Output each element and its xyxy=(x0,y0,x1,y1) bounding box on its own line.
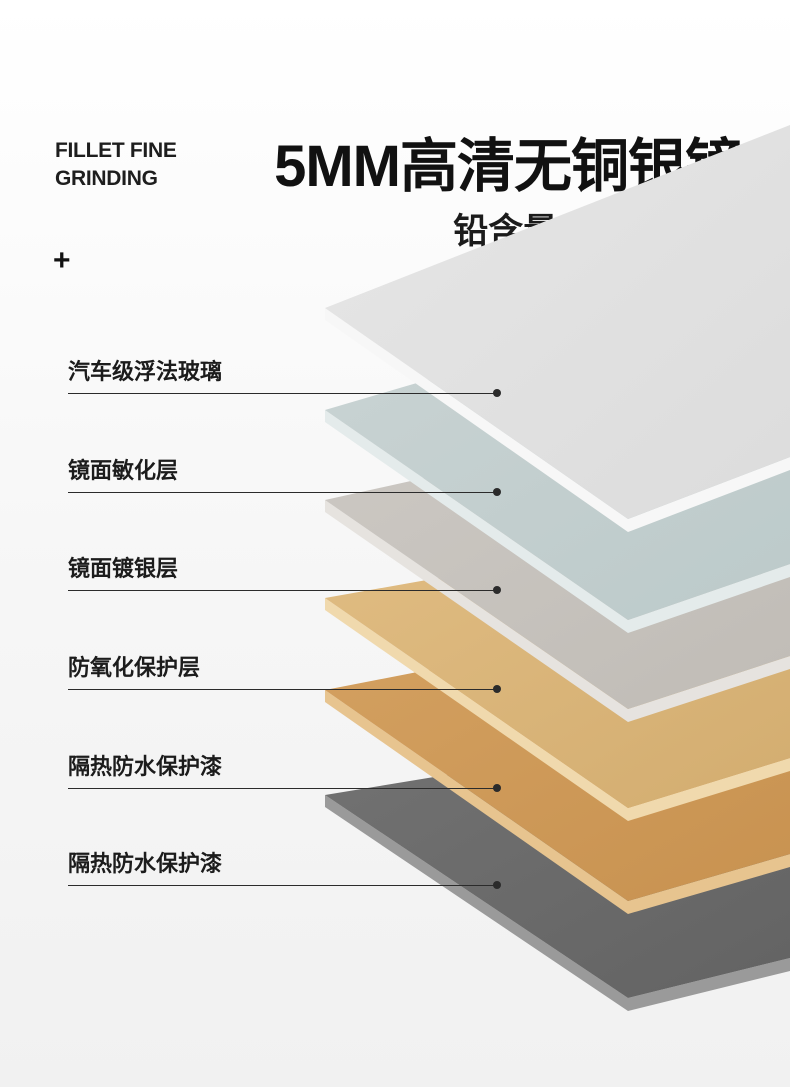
leader-dot-paint-1 xyxy=(493,784,501,792)
leader-dot-glass xyxy=(493,389,501,397)
plus-icon: + xyxy=(53,244,71,277)
leader-line-glass xyxy=(68,393,498,394)
leader-dot-paint-2 xyxy=(493,881,501,889)
layer-label-paint-2: 隔热防水保护漆 xyxy=(68,851,223,876)
layer-label-protective: 防氧化保护层 xyxy=(68,655,201,680)
leader-line-protective xyxy=(68,689,498,690)
leader-dot-sensitized xyxy=(493,488,501,496)
eyebrow-line-2: GRINDING xyxy=(55,167,158,190)
leader-line-silver xyxy=(68,590,498,591)
layer-label-sensitized: 镜面敏化层 xyxy=(68,458,179,483)
leader-dot-silver xyxy=(493,586,501,594)
leader-line-paint-1 xyxy=(68,788,498,789)
eyebrow-text: FILLET FINE GRINDING xyxy=(55,137,177,193)
leader-line-sensitized xyxy=(68,492,498,493)
layer-plate-glass xyxy=(325,125,790,532)
layer-label-glass: 汽车级浮法玻璃 xyxy=(68,359,223,384)
layer-label-paint-1: 隔热防水保护漆 xyxy=(68,754,223,779)
leader-line-paint-2 xyxy=(68,885,498,886)
leader-dot-protective xyxy=(493,685,501,693)
layer-label-silver: 镜面镀银层 xyxy=(68,556,179,581)
eyebrow-line-1: FILLET FINE xyxy=(55,139,177,162)
